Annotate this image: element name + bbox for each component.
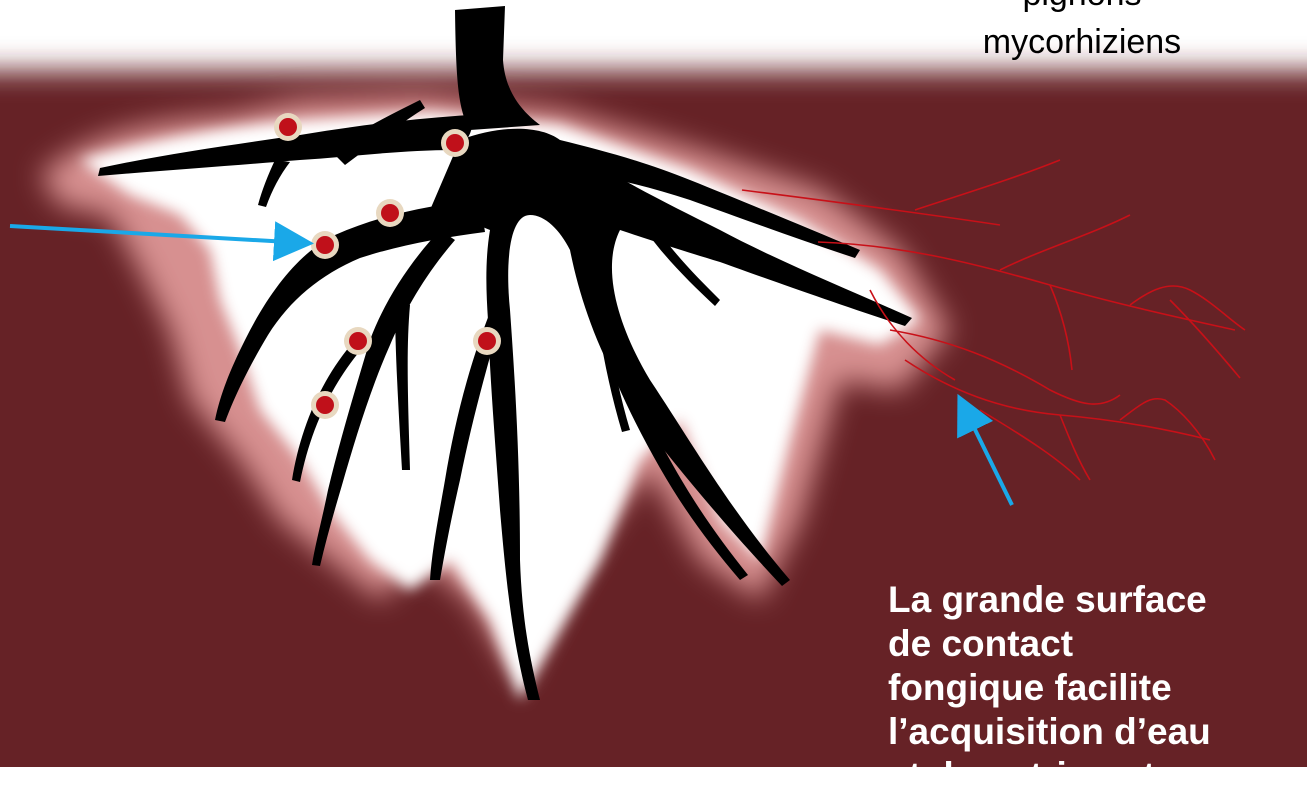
red-dot-icon: [274, 113, 302, 141]
surface-contact-caption: La grande surface de contact fongique fa…: [888, 578, 1307, 798]
mycorrhizal-fungi-label: pignons mycorhiziens: [917, 0, 1247, 66]
caption-line: La grande surface: [888, 578, 1307, 622]
caption-line: et de nutriments: [888, 754, 1307, 798]
label-line: pignons: [917, 0, 1247, 18]
caption-line: de contact: [888, 622, 1307, 666]
label-line: mycorhiziens: [917, 18, 1247, 66]
caption-line: fongique facilite: [888, 666, 1307, 710]
red-dot-icon: [344, 327, 372, 355]
red-dot-icon: [473, 327, 501, 355]
caption-line: l’acquisition d’eau: [888, 710, 1307, 754]
red-dot-icon: [311, 391, 339, 419]
red-dot-icon: [441, 129, 469, 157]
red-dot-icon: [311, 231, 339, 259]
red-dot-icon: [376, 199, 404, 227]
